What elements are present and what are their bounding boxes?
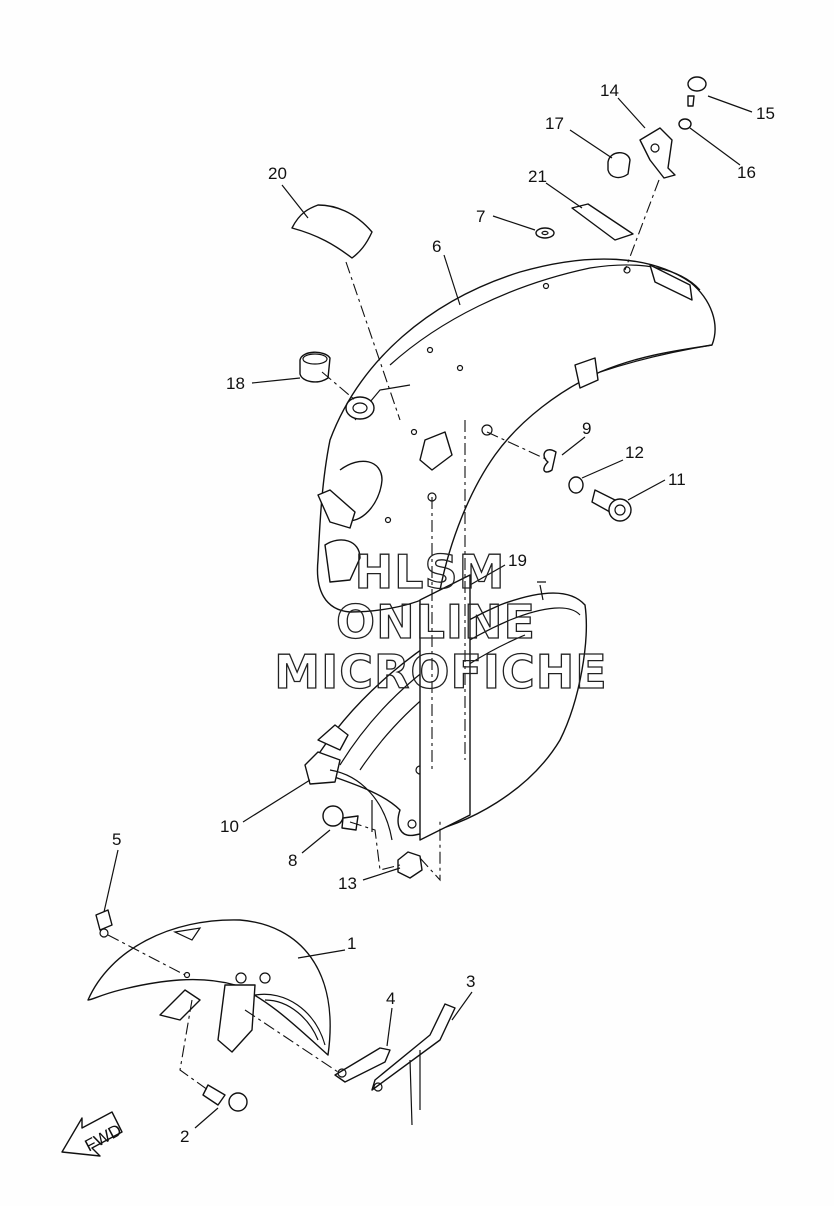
callout-15: 15 xyxy=(756,104,775,123)
callout-21: 21 xyxy=(528,167,547,186)
assembly-lines xyxy=(107,179,660,1091)
callout-16: 16 xyxy=(737,163,756,182)
callout-12: 12 xyxy=(625,443,644,462)
watermark: HLSM ONLINE MICROFICHE xyxy=(274,544,608,699)
watermark-line-1: HLSM xyxy=(355,545,506,599)
callout-19: 19 xyxy=(508,551,527,570)
callout-1: 1 xyxy=(347,934,356,953)
callout-5: 5 xyxy=(112,830,121,849)
brackets xyxy=(334,1003,456,1126)
leader-lines xyxy=(103,95,753,1129)
callout-3: 3 xyxy=(466,972,475,991)
callout-4: 4 xyxy=(386,989,395,1008)
callout-6: 6 xyxy=(432,237,441,256)
forward-arrow: FWD xyxy=(61,1111,125,1157)
callout-14: 14 xyxy=(600,81,619,100)
callout-8: 8 xyxy=(288,851,297,870)
hardware xyxy=(95,76,707,1112)
callout-9: 9 xyxy=(582,419,591,438)
callout-13: 13 xyxy=(338,874,357,893)
callout-2: 2 xyxy=(180,1127,189,1146)
watermark-line-2: ONLINE xyxy=(336,595,536,649)
callout-labels: 1 2 3 4 5 6 7 8 9 10 11 12 13 14 15 16 1… xyxy=(112,81,775,1146)
callout-20: 20 xyxy=(268,164,287,183)
callout-18: 18 xyxy=(226,374,245,393)
callout-17: 17 xyxy=(545,114,564,133)
rear-fender xyxy=(316,258,716,613)
callout-11: 11 xyxy=(668,470,686,489)
watermark-line-3: MICROFICHE xyxy=(274,645,607,699)
front-fender xyxy=(87,919,331,1056)
callout-10: 10 xyxy=(220,817,239,836)
callout-7: 7 xyxy=(476,207,485,226)
